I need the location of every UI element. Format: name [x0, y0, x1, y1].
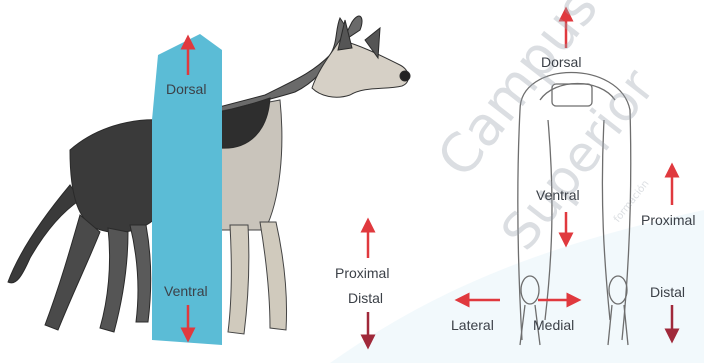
label-dorsal-skeleton: Dorsal [541, 54, 581, 70]
label-dorsal-plane: Dorsal [166, 81, 206, 97]
label-ventral-skeleton: Ventral [536, 187, 580, 203]
label-proximal-dog: Proximal [335, 265, 389, 281]
label-medial: Medial [533, 317, 574, 333]
label-ventral-plane: Ventral [164, 283, 208, 299]
label-proximal-right: Proximal [641, 212, 695, 228]
label-lateral: Lateral [451, 317, 494, 333]
label-distal-right: Distal [650, 284, 685, 300]
label-distal-dog: Distal [348, 290, 383, 306]
